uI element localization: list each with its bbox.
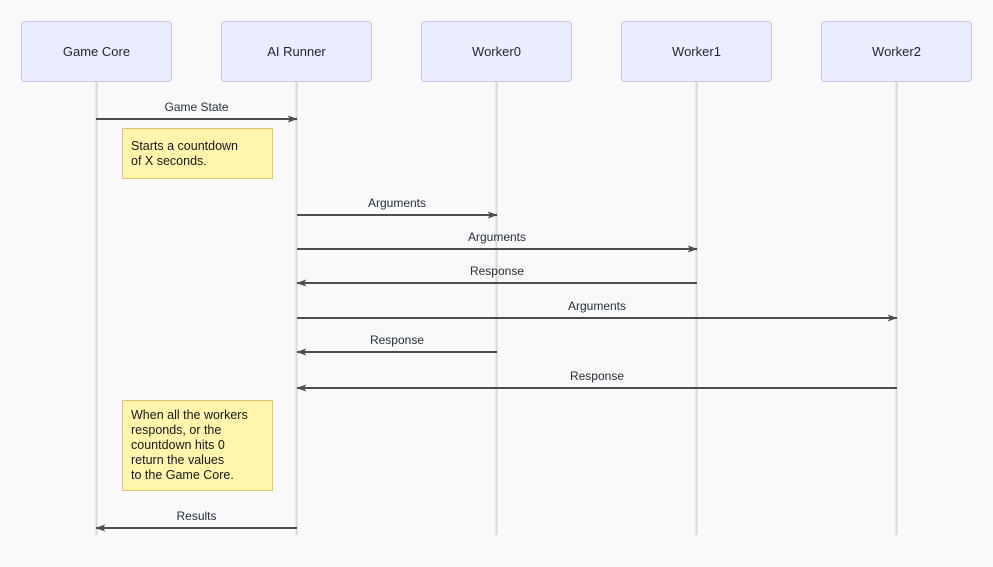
message-label-msg-response-2: Response [569,369,625,383]
participant-label: Worker1 [672,44,721,59]
participant-ai-runner[interactable]: AI Runner [221,21,372,82]
participant-label: Worker0 [472,44,521,59]
participant-label: Worker2 [872,44,921,59]
message-label-msg-game-state: Game State [164,100,229,114]
message-label-msg-response-1: Response [469,264,525,278]
message-label-msg-response-0: Response [369,333,425,347]
message-arrows-group [95,115,898,532]
note-return-values: When all the workers responds, or the co… [122,400,273,491]
lifelines-group [95,82,898,535]
participant-label: AI Runner [267,44,326,59]
message-label-msg-arguments-2: Arguments [567,299,627,313]
message-label-msg-arguments-1: Arguments [467,230,527,244]
participant-worker0[interactable]: Worker0 [421,21,572,82]
participant-label: Game Core [62,44,131,59]
message-label-msg-results: Results [176,509,217,523]
note-text: Starts a countdown of X seconds. [131,138,239,168]
participant-game-core[interactable]: Game Core [21,21,172,82]
participant-worker1[interactable]: Worker1 [621,21,772,82]
message-label-msg-arguments-0: Arguments [367,196,427,210]
note-countdown: Starts a countdown of X seconds. [122,128,273,179]
note-text: When all the workers responds, or the co… [131,408,248,482]
participant-worker2[interactable]: Worker2 [821,21,972,82]
